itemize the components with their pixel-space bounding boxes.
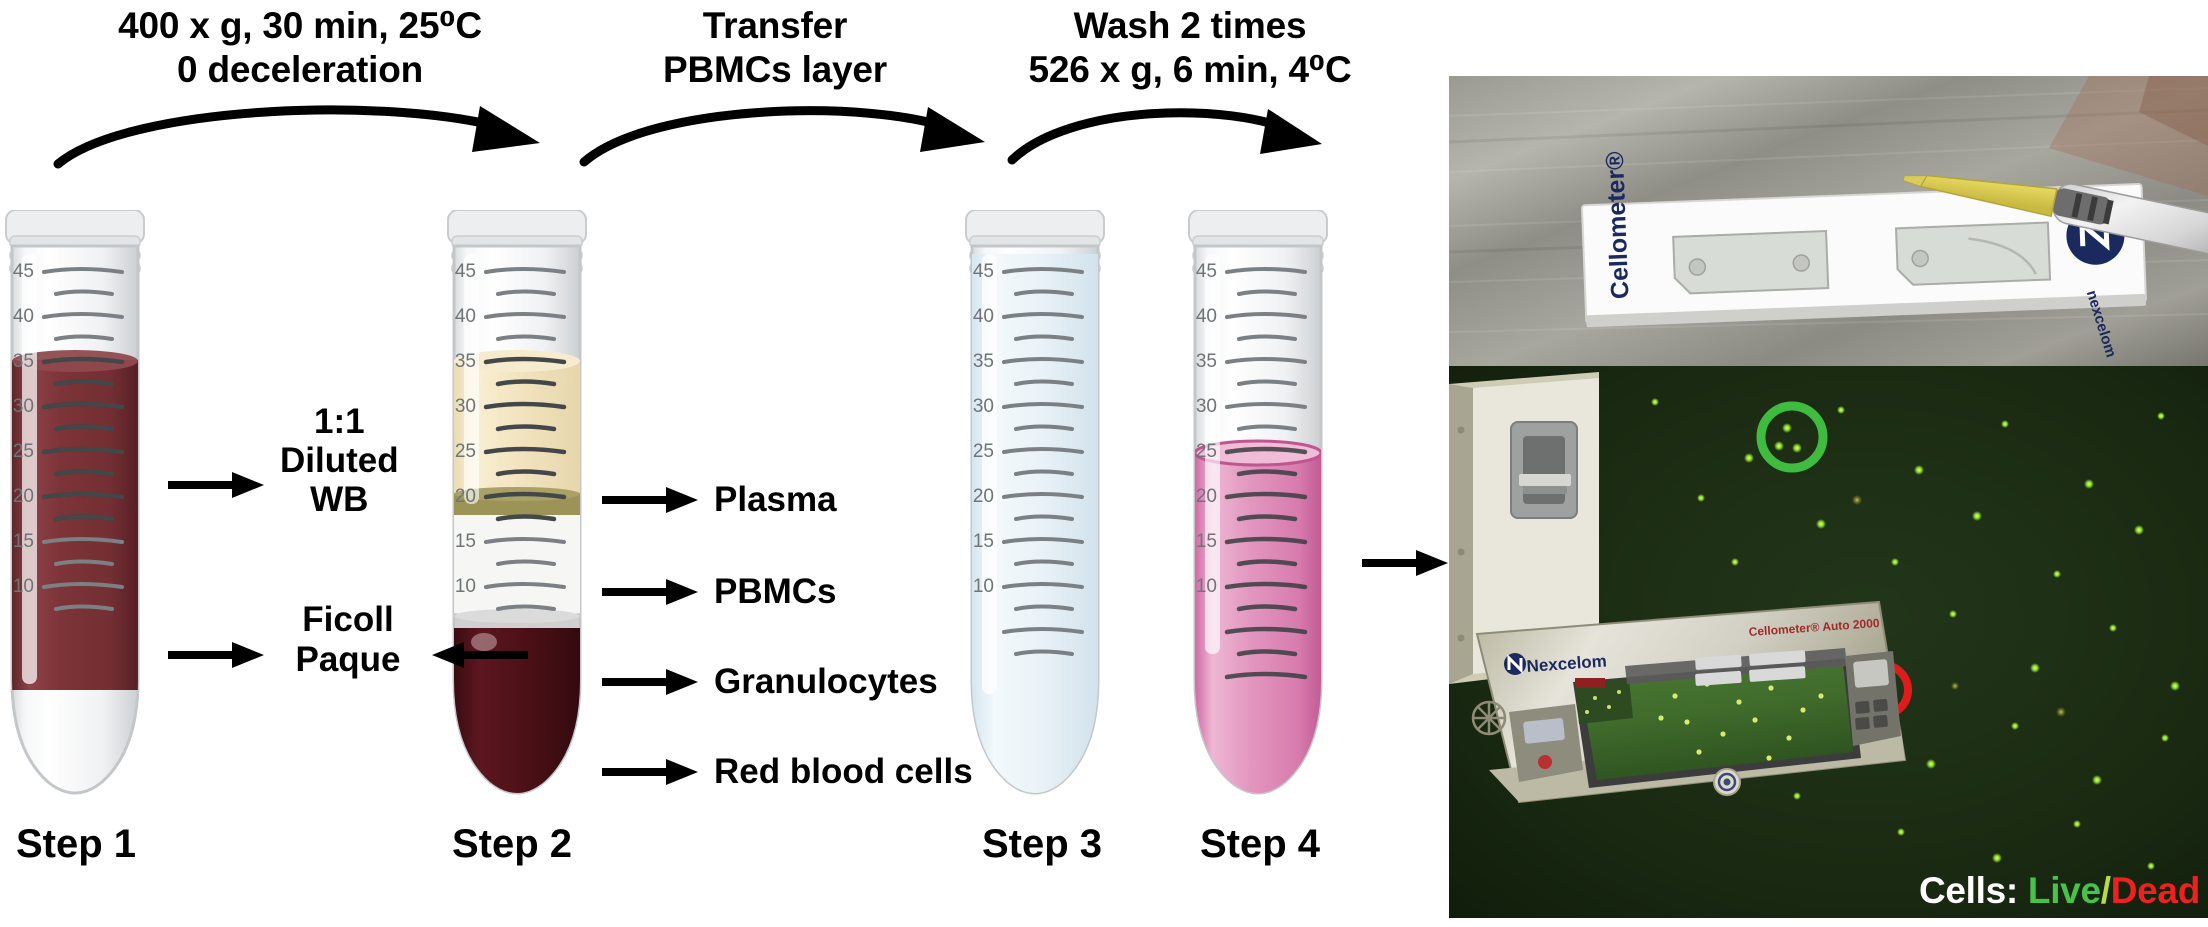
arrow-right-icon: [602, 486, 698, 513]
svg-text:40: 40: [13, 306, 34, 327]
svg-text:30: 30: [13, 396, 34, 417]
callout-pbmcs-label: PBMCs: [714, 572, 837, 611]
step1-2-header: 400 x g, 30 min, 25⁰C 0 deceleration: [118, 5, 482, 90]
curved-arrow-step3-to-step4: [1007, 108, 1322, 165]
arrow-right-icon: [168, 471, 264, 498]
step-label-3: Step 3: [982, 822, 1103, 866]
step3-4-header: Wash 2 times 526 x g, 6 min, 4⁰C: [1028, 5, 1352, 90]
svg-text:25: 25: [13, 441, 34, 462]
cellometer-slide-photo: Cellometer® nexcelom: [1449, 76, 2208, 366]
svg-text:25: 25: [1196, 441, 1217, 462]
step-label-2: Step 2: [452, 822, 573, 866]
svg-text:35: 35: [1196, 351, 1217, 372]
callout-granulocytes-label: Granulocytes: [714, 662, 938, 701]
svg-text:10: 10: [13, 576, 34, 597]
svg-text:15: 15: [13, 531, 34, 552]
svg-text:20: 20: [455, 486, 476, 507]
svg-text:10: 10: [455, 576, 476, 597]
ficoll-paque-label: Ficoll Paque: [295, 600, 401, 680]
svg-text:40: 40: [1196, 306, 1217, 327]
arrow-to-cellometer: [1362, 550, 1448, 576]
svg-text:25: 25: [455, 441, 476, 462]
live-cell-circle: [1756, 401, 1828, 473]
legend-separator: /: [2100, 870, 2111, 911]
svg-text:45: 45: [13, 261, 34, 282]
svg-text:20: 20: [973, 486, 994, 507]
callout-plasma: Plasma: [600, 480, 837, 519]
curved-arrow-step2-to-step3: [579, 106, 985, 167]
legend-dead-label: Dead: [2110, 870, 2201, 911]
tube-step-2: 45 40 35 30 25 20 15 10: [442, 210, 592, 810]
svg-text:45: 45: [1196, 261, 1217, 282]
svg-text:30: 30: [973, 396, 994, 417]
arrow-right-icon: [602, 578, 698, 605]
legend-live-label: Live: [2027, 870, 2101, 911]
arrow-right-icon: [602, 758, 698, 785]
callout-rbc-label: Red blood cells: [714, 752, 973, 791]
tube-step-4: 45 40 35 30 25 20 15 10: [1183, 210, 1333, 810]
svg-text:35: 35: [455, 351, 476, 372]
svg-text:30: 30: [455, 396, 476, 417]
svg-text:Cellometer®: Cellometer®: [1601, 150, 1635, 299]
svg-text:35: 35: [973, 351, 994, 372]
step2-3-header: Transfer PBMCs layer: [662, 5, 887, 90]
callout-pbmcs: PBMCs: [600, 572, 837, 611]
tube-step-3: 45 40 35 30 25 20 15 10: [960, 210, 1110, 810]
tube-step-1: 45 40 35 30 25 20 15 10: [0, 210, 150, 810]
svg-text:30: 30: [1196, 396, 1217, 417]
svg-text:10: 10: [973, 576, 994, 597]
callout-granulocytes: Granulocytes: [600, 662, 938, 701]
callout-red-blood-cells: Red blood cells: [600, 752, 973, 791]
svg-text:20: 20: [13, 486, 34, 507]
arrow-right-to-ficoll: [168, 642, 264, 668]
callout-plasma-label: Plasma: [714, 480, 837, 519]
svg-text:20: 20: [1196, 486, 1217, 507]
arrow-left-to-ficoll: [432, 642, 528, 668]
svg-text:45: 45: [973, 261, 994, 282]
svg-text:45: 45: [455, 261, 476, 282]
legend-cells-prefix: Cells:: [1918, 870, 2028, 911]
step-label-4: Step 4: [1200, 822, 1321, 866]
live-dead-legend: Cells: Live/Dead: [1919, 870, 2200, 912]
diluted-wb-callout: 1:1 Diluted WB: [166, 402, 399, 520]
step-label-1: Step 1: [16, 822, 137, 866]
svg-text:15: 15: [1196, 531, 1217, 552]
diluted-wb-label: 1:1 Diluted WB: [280, 402, 399, 520]
svg-text:40: 40: [455, 306, 476, 327]
svg-text:25: 25: [973, 441, 994, 462]
svg-text:10: 10: [1196, 576, 1217, 597]
arrow-right-icon: [602, 668, 698, 695]
svg-text:40: 40: [973, 306, 994, 327]
svg-text:15: 15: [973, 531, 994, 552]
svg-text:15: 15: [455, 531, 476, 552]
svg-text:35: 35: [13, 351, 34, 372]
fluorescence-cell-image: Nexcelom Cellometer® Auto 2000: [1449, 366, 2208, 918]
curved-arrow-step1-to-step2: [53, 105, 540, 169]
